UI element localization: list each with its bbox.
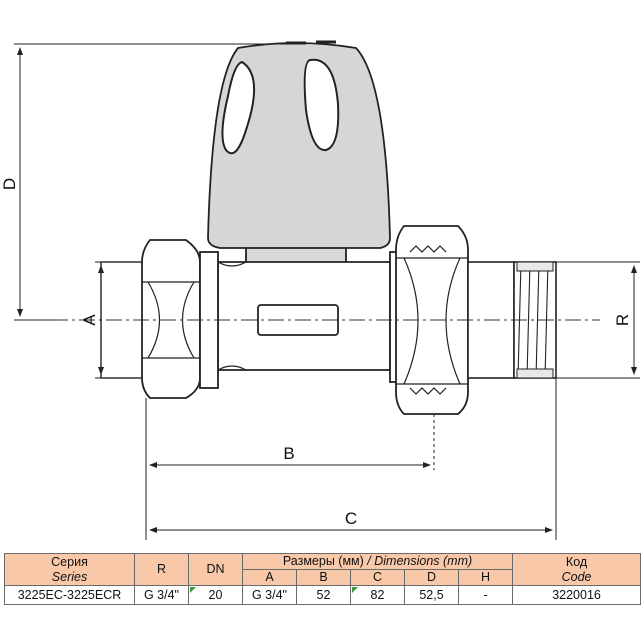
cell-c: 82 [350, 585, 405, 605]
dimension-label-c: C [345, 509, 357, 528]
header-sizes: Размеры (мм) / Dimensions (mm) [241, 553, 514, 570]
right-compression-nut [389, 225, 469, 415]
left-union-nut [141, 239, 219, 399]
specification-table: Серия Series R DN Размеры (мм) / Dimensi… [4, 553, 642, 605]
header-code: Код Code [512, 553, 642, 586]
header-series-en: Series [51, 569, 88, 584]
header-series: Серия Series [4, 553, 135, 586]
header-dn: DN [188, 553, 243, 586]
header-sizes-ru: Размеры (мм) [282, 554, 364, 568]
dimension-label-d: D [0, 178, 19, 190]
dimension-label-a: A [80, 314, 99, 326]
header-series-ru: Серия [51, 554, 88, 569]
header-sizes-en: / Dimensions (mm) [363, 554, 473, 568]
table-row: 3225EC-3225ECR G 3/4" 20 G 3/4" 52 82 52… [4, 585, 642, 605]
cell-series: 3225EC-3225ECR [4, 585, 135, 605]
header-c: C [350, 569, 405, 586]
cell-r: G 3/4" [134, 585, 189, 605]
valve-handle [207, 40, 391, 249]
header-d: D [404, 569, 459, 586]
header-code-en: Code [561, 569, 592, 584]
header-code-ru: Код [565, 554, 588, 569]
table-header-row: Серия Series R DN Размеры (мм) / Dimensi… [4, 553, 642, 586]
dimension-label-b: B [283, 444, 294, 463]
cell-b: 52 [296, 585, 351, 605]
valve-technical-drawing: D A R B C [0, 40, 640, 540]
header-r: R [134, 553, 189, 586]
header-a: A [242, 569, 297, 586]
cell-d: 52,5 [404, 585, 459, 605]
header-h: H [457, 569, 514, 586]
cell-h: - [457, 585, 514, 605]
cell-code: 3220016 [512, 585, 642, 605]
dimension-lines [14, 43, 640, 540]
dimension-label-r: R [613, 314, 632, 326]
header-b: B [296, 569, 351, 586]
cell-dn: 20 [188, 585, 243, 605]
cell-a: G 3/4" [242, 585, 297, 605]
table-subheader-row: A B C D H [5, 569, 641, 586]
